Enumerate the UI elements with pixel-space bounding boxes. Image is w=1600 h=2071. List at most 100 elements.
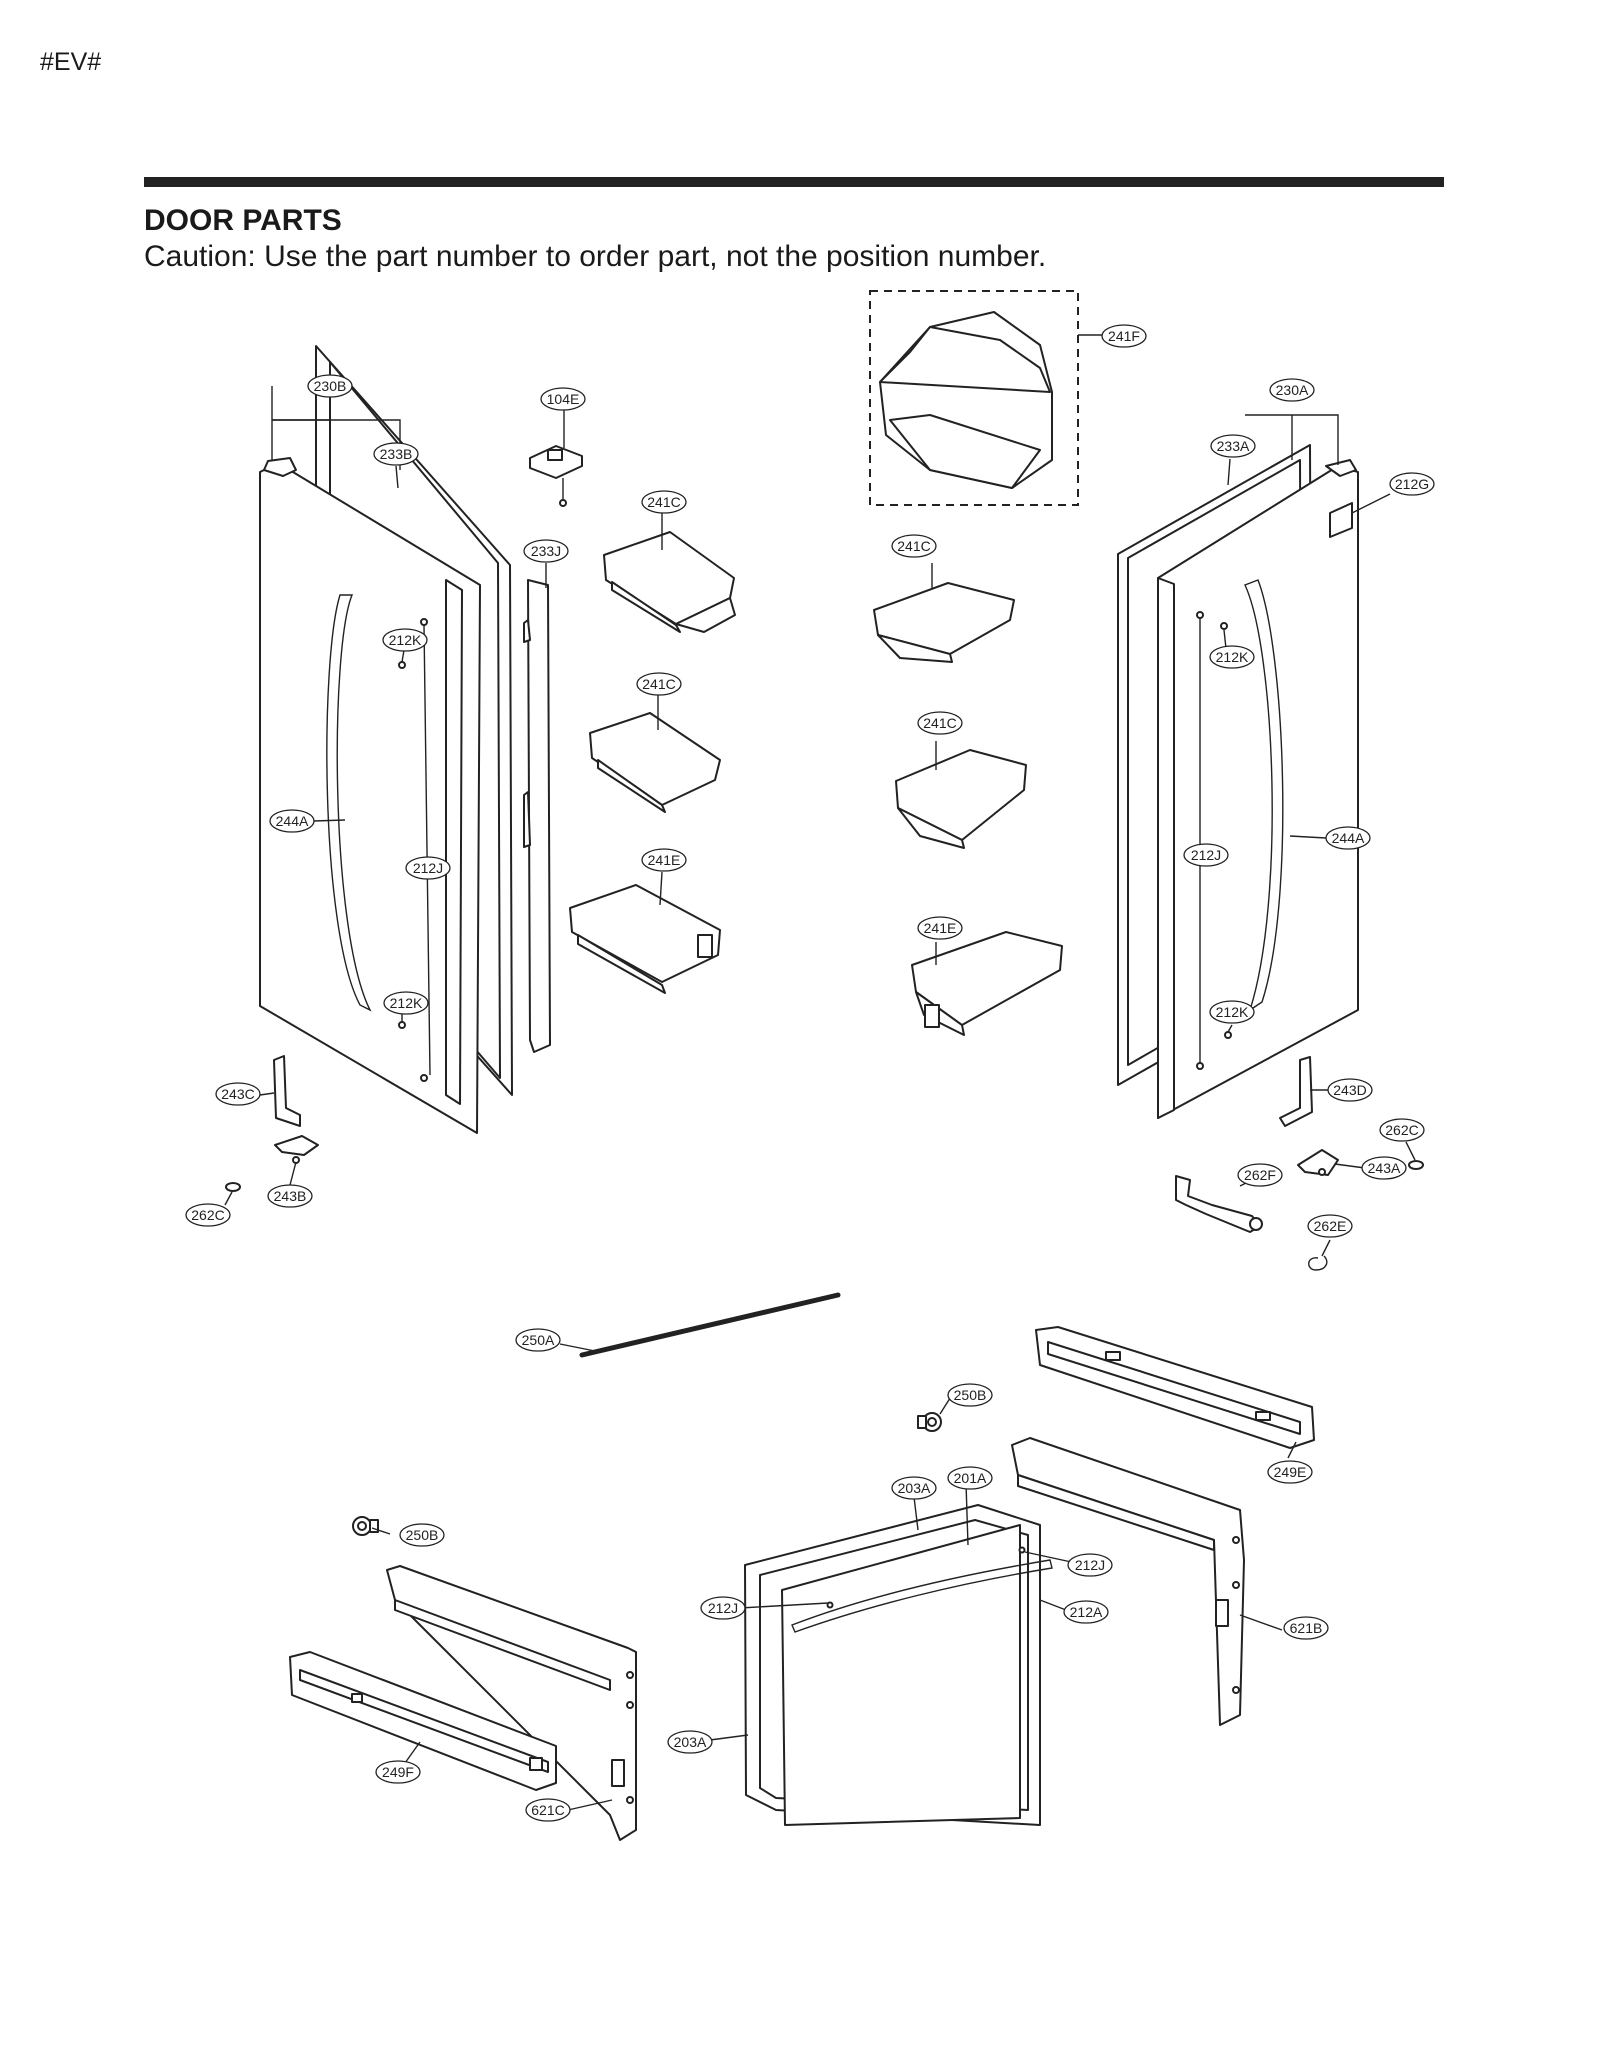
callout-262C-2: 262C — [1379, 1118, 1425, 1142]
drawer-front-201A — [781, 1524, 1053, 1826]
screws-212K-left — [398, 618, 431, 1082]
section-rule — [144, 177, 1444, 187]
callout-241C-3: 241C — [891, 534, 937, 558]
svg-text:241F: 241F — [1108, 328, 1140, 344]
hinge-243A — [1297, 1149, 1339, 1176]
frame-621B — [1011, 1437, 1245, 1726]
svg-text:104E: 104E — [547, 391, 580, 407]
callout-243D: 243D — [1327, 1078, 1373, 1102]
callout-212K-4: 212K — [1209, 1000, 1255, 1024]
gear-250B-left — [352, 1516, 379, 1536]
callout-203A-2: 203A — [667, 1730, 713, 1754]
callout-241C-2: 241C — [636, 672, 682, 696]
gear-250B-right — [917, 1412, 942, 1432]
callout-203A-1: 203A — [891, 1476, 937, 1500]
svg-text:212J: 212J — [1075, 1557, 1105, 1573]
hinge-bracket-243C — [273, 1055, 301, 1127]
callout-212A: 212A — [1063, 1600, 1109, 1624]
svg-text:230B: 230B — [314, 378, 347, 394]
bin-241F-callout-box — [869, 290, 1079, 506]
svg-text:243B: 243B — [274, 1188, 307, 1204]
svg-text:241E: 241E — [648, 852, 681, 868]
svg-text:241C: 241C — [923, 715, 956, 731]
callout-241C-4: 241C — [917, 711, 963, 735]
page-code: #EV# — [40, 48, 102, 76]
callout-233B: 233B — [373, 442, 419, 466]
hinge-bracket-243D — [1279, 1056, 1313, 1127]
svg-text:212K: 212K — [1216, 649, 1249, 665]
leader-lines — [224, 334, 1416, 1811]
svg-text:212A: 212A — [1070, 1604, 1103, 1620]
callout-212J-1: 212J — [405, 856, 451, 880]
svg-text:212K: 212K — [390, 995, 423, 1011]
label-212G — [1329, 502, 1353, 538]
washer-262C-left — [225, 1182, 241, 1192]
bin-241C-left-upper — [603, 531, 736, 633]
svg-text:249F: 249F — [382, 1764, 414, 1780]
section-title: DOOR PARTS — [144, 204, 342, 237]
callout-241C-1: 241C — [641, 490, 687, 514]
bin-241C-right-upper — [873, 582, 1015, 663]
bin-241E-left — [569, 884, 721, 994]
callout-250B-1: 250B — [947, 1383, 993, 1407]
svg-text:212K: 212K — [389, 632, 422, 648]
callout-249E: 249E — [1267, 1460, 1313, 1484]
svg-text:243A: 243A — [1368, 1160, 1401, 1176]
frame-621C — [386, 1565, 637, 1841]
bin-241F — [879, 311, 1053, 489]
callout-244A-2: 244A — [1325, 826, 1371, 850]
svg-text:241C: 241C — [897, 538, 930, 554]
callout-201A: 201A — [947, 1466, 993, 1490]
callout-233A: 233A — [1210, 434, 1256, 458]
callout-250A: 250A — [515, 1328, 561, 1352]
svg-text:262E: 262E — [1314, 1218, 1347, 1234]
bin-241C-left-middle — [589, 712, 721, 813]
callout-244A-1: 244A — [269, 809, 315, 833]
svg-text:212J: 212J — [413, 860, 443, 876]
callout-212K-3: 212K — [383, 991, 429, 1015]
svg-text:230A: 230A — [1276, 382, 1309, 398]
right-door-hinge-cap — [1325, 459, 1357, 477]
svg-text:241C: 241C — [647, 494, 680, 510]
svg-text:241E: 241E — [924, 920, 957, 936]
svg-text:262F: 262F — [1244, 1167, 1276, 1183]
rail-249E — [1035, 1326, 1315, 1449]
callout-243B: 243B — [267, 1184, 313, 1208]
svg-text:250A: 250A — [522, 1332, 555, 1348]
svg-text:250B: 250B — [954, 1387, 987, 1403]
hinge-104E — [529, 445, 583, 507]
svg-text:233A: 233A — [1217, 438, 1250, 454]
rod-250A — [579, 1292, 841, 1358]
svg-text:233J: 233J — [531, 543, 561, 559]
callout-212K-2: 212K — [1209, 645, 1255, 669]
bin-241C-right-middle — [895, 749, 1027, 849]
callout-212K-1: 212K — [382, 628, 428, 652]
left-door-side-strip-233J — [523, 579, 551, 1053]
right-door-panel — [1157, 465, 1359, 1119]
wrench-262F — [1175, 1175, 1263, 1233]
callout-212G: 212G — [1389, 472, 1435, 496]
svg-text:243C: 243C — [221, 1086, 254, 1102]
callout-262C-1: 262C — [185, 1203, 231, 1227]
svg-text:262C: 262C — [1385, 1122, 1418, 1138]
svg-text:212J: 212J — [708, 1600, 738, 1616]
callout-249F: 249F — [375, 1760, 421, 1784]
callout-212J-3: 212J — [1067, 1553, 1113, 1577]
svg-text:203A: 203A — [674, 1734, 707, 1750]
svg-text:250B: 250B — [406, 1527, 439, 1543]
svg-text:244A: 244A — [1332, 830, 1365, 846]
callout-243C: 243C — [215, 1082, 261, 1106]
svg-text:262C: 262C — [191, 1207, 224, 1223]
svg-text:212K: 212K — [1216, 1004, 1249, 1020]
hinge-243B — [274, 1135, 319, 1164]
callout-243A: 243A — [1361, 1156, 1407, 1180]
callout-262E: 262E — [1307, 1214, 1353, 1238]
caution-note: Caution: Use the part number to order pa… — [144, 240, 1047, 273]
svg-text:233B: 233B — [380, 446, 413, 462]
bin-241E-right — [911, 931, 1063, 1036]
callout-212J-2: 212J — [1183, 843, 1229, 867]
callout-104E: 104E — [540, 387, 586, 411]
callout-233J: 233J — [523, 539, 569, 563]
callout-621C: 621C — [525, 1798, 571, 1822]
